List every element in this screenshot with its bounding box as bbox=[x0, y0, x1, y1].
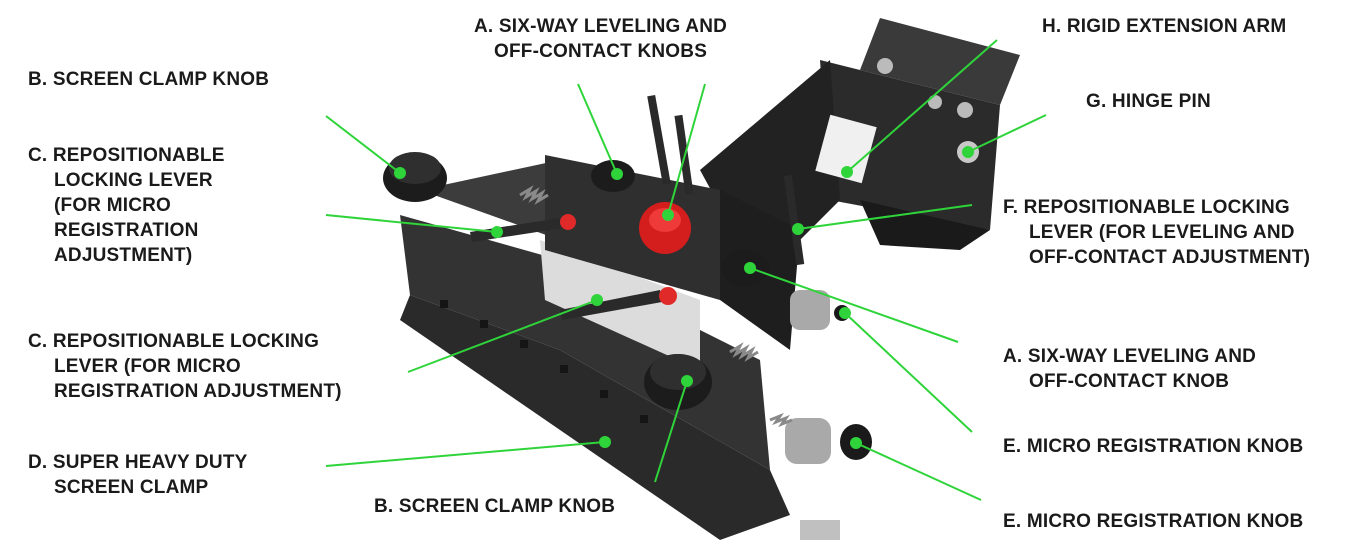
label-e-lower: E. MICRO REGISTRATION KNOB bbox=[1003, 509, 1303, 534]
label-a-right: A. SIX-WAY LEVELING AND OFF-CONTACT KNOB bbox=[1003, 344, 1256, 394]
label-line: LEVER (FOR MICRO bbox=[54, 356, 241, 377]
label-line: A. SIX-WAY LEVELING AND bbox=[1003, 346, 1257, 367]
leader-lines bbox=[325, 39, 1047, 501]
label-line: G. HINGE PIN bbox=[1086, 91, 1211, 112]
label-line: F. REPOSITIONABLE LOCKING bbox=[1003, 197, 1290, 218]
label-line: OFF-CONTACT ADJUSTMENT) bbox=[1029, 247, 1311, 268]
label-line: H. RIGID EXTENSION ARM bbox=[1042, 16, 1287, 37]
label-line: OFF-CONTACT KNOB bbox=[1029, 371, 1230, 392]
callout-dots bbox=[394, 146, 974, 449]
label-g: G. HINGE PIN bbox=[1086, 89, 1211, 114]
label-line: D. SUPER HEAVY DUTY bbox=[28, 452, 248, 473]
label-a-top: A. SIX-WAY LEVELING AND OFF-CONTACT KNOB… bbox=[474, 14, 727, 64]
label-line: OFF-CONTACT KNOBS bbox=[493, 41, 708, 62]
label-line: LOCKING LEVER bbox=[54, 170, 213, 191]
label-f: F. REPOSITIONABLE LOCKING LEVER (FOR LEV… bbox=[1003, 195, 1310, 270]
label-line: B. SCREEN CLAMP KNOB bbox=[28, 69, 270, 90]
label-c-upper: C. REPOSITIONABLE LOCKING LEVER (FOR MIC… bbox=[28, 143, 225, 268]
label-line: E. MICRO REGISTRATION KNOB bbox=[1003, 511, 1304, 532]
red-adjustment-knob bbox=[639, 202, 691, 254]
label-c-lower: C. REPOSITIONABLE LOCKING LEVER (FOR MIC… bbox=[28, 329, 342, 404]
label-line: A. SIX-WAY LEVELING AND bbox=[474, 16, 728, 37]
label-line: REGISTRATION ADJUSTMENT) bbox=[54, 381, 342, 402]
screen-clamp-knob-bottom bbox=[644, 354, 712, 410]
micro-registration-knob-lower bbox=[785, 418, 872, 540]
label-b-bottom: B. SCREEN CLAMP KNOB bbox=[374, 494, 615, 519]
label-line: C. REPOSITIONABLE LOCKING bbox=[28, 331, 320, 352]
screen-clamp-knob-top bbox=[383, 152, 447, 202]
label-e-upper: E. MICRO REGISTRATION KNOB bbox=[1003, 434, 1303, 459]
label-h: H. RIGID EXTENSION ARM bbox=[1042, 14, 1286, 39]
label-line: SCREEN CLAMP bbox=[54, 477, 209, 498]
label-line: REGISTRATION bbox=[54, 220, 199, 241]
label-line: ADJUSTMENT) bbox=[54, 245, 193, 266]
label-line: B. SCREEN CLAMP KNOB bbox=[374, 496, 616, 517]
label-d: D. SUPER HEAVY DUTY SCREEN CLAMP bbox=[28, 450, 248, 500]
label-b-top: B. SCREEN CLAMP KNOB bbox=[28, 67, 269, 92]
label-line: LEVER (FOR LEVELING AND bbox=[1029, 222, 1295, 243]
rigid-extension-arm bbox=[700, 18, 1020, 280]
locking-lever-lower bbox=[560, 290, 662, 320]
label-line: (FOR MICRO bbox=[54, 195, 172, 216]
label-line: C. REPOSITIONABLE bbox=[28, 145, 225, 166]
label-line: E. MICRO REGISTRATION KNOB bbox=[1003, 436, 1304, 457]
